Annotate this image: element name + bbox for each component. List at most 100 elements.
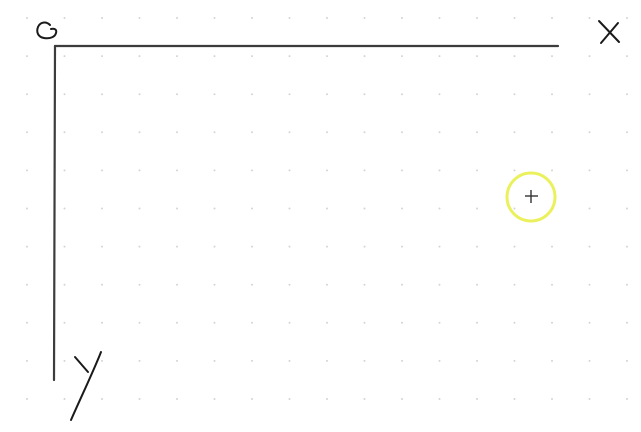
grid-dot (101, 55, 103, 58)
grid-dot (176, 245, 178, 248)
grid-dot (213, 245, 216, 248)
grid-dot (138, 398, 141, 400)
grid-dot (513, 93, 516, 96)
grid-dot (63, 93, 66, 96)
grid-dot (176, 398, 178, 400)
grid-dot (63, 131, 66, 134)
grid-dot (551, 131, 553, 134)
grid-dot (251, 93, 253, 96)
grid-dot (626, 245, 628, 248)
grid-dot (626, 93, 628, 96)
grid-dot (326, 55, 328, 58)
grid-dot (288, 169, 291, 172)
grid-dot (138, 359, 141, 362)
grid-dot (626, 283, 628, 286)
grid-dot (476, 321, 478, 324)
grid-dot (551, 245, 553, 248)
grid-dot (588, 169, 591, 172)
grid-dot (251, 283, 253, 286)
grid-dot (363, 398, 366, 400)
grid-dot (251, 398, 253, 400)
y-glyph-stroke-short (74, 356, 89, 373)
x-axis-label (598, 20, 620, 44)
grid-dot (26, 321, 28, 324)
grid-dot (176, 169, 178, 172)
cursor-highlight-ring (505, 171, 557, 223)
grid-dot (251, 359, 253, 362)
grid-dot (626, 55, 628, 58)
grid-dot (176, 321, 178, 324)
grid-dot (551, 283, 553, 286)
grid-dot (626, 207, 628, 210)
grid-dot (438, 131, 441, 134)
grid-dot (626, 321, 628, 324)
x-glyph-stroke-1 (598, 20, 620, 43)
grid-dot (626, 17, 628, 19)
grid-dot (138, 169, 141, 172)
grid-dot (138, 321, 141, 324)
grid-dot (401, 321, 403, 324)
grid-dot (26, 93, 28, 96)
grid-dot (326, 245, 328, 248)
grid-dot (588, 283, 591, 286)
axes (52, 44, 560, 382)
grid-dot (438, 93, 441, 96)
grid-dot (101, 93, 103, 96)
grid-dot (326, 93, 328, 96)
grid-dot (401, 55, 403, 58)
grid-dot (401, 17, 403, 19)
grid-dot (63, 245, 66, 248)
grid-dot (513, 131, 516, 134)
grid-dot (588, 245, 591, 248)
grid-dot (176, 207, 178, 210)
grid-dot (138, 55, 141, 58)
grid-dot (363, 17, 366, 19)
grid-dot (101, 283, 103, 286)
grid-dot (213, 207, 216, 210)
grid-dot (138, 17, 141, 19)
origin-o-glyph (36, 21, 58, 40)
grid-dot (101, 321, 103, 324)
grid-dot (63, 398, 66, 400)
grid-dot (551, 321, 553, 324)
grid-dot (213, 359, 216, 362)
grid-dot (63, 359, 66, 362)
grid-dot (326, 131, 328, 134)
dot-grid (26, 17, 628, 400)
grid-dot (288, 55, 291, 58)
grid-dot (213, 398, 216, 400)
grid-dot (251, 169, 253, 172)
grid-dot (588, 17, 591, 19)
grid-dot (251, 17, 253, 19)
grid-dot (513, 359, 516, 362)
grid-dot (626, 131, 628, 134)
grid-dot (101, 17, 103, 19)
cursor-indicator (505, 171, 557, 223)
grid-dot (101, 207, 103, 210)
grid-dot (288, 398, 291, 400)
grid-dot (63, 169, 66, 172)
grid-dot (213, 17, 216, 19)
grid-dot (26, 17, 28, 19)
grid-dot (363, 169, 366, 172)
grid-dot (588, 398, 591, 400)
grid-dot (326, 359, 328, 362)
grid-dot (626, 398, 628, 400)
grid-dot (63, 207, 66, 210)
grid-dot (288, 245, 291, 248)
y-axis-label (70, 351, 102, 421)
grid-dot (26, 131, 28, 134)
grid-dot (26, 359, 28, 362)
grid-dot (513, 245, 516, 248)
grid-dot (213, 55, 216, 58)
grid-dot (63, 283, 66, 286)
grid-dot (476, 169, 478, 172)
grid-dot (101, 398, 103, 400)
grid-dot (101, 169, 103, 172)
grid-dot (626, 169, 628, 172)
grid-dot (476, 283, 478, 286)
grid-dot (513, 55, 516, 58)
grid-dot (438, 283, 441, 286)
grid-dot (363, 131, 366, 134)
